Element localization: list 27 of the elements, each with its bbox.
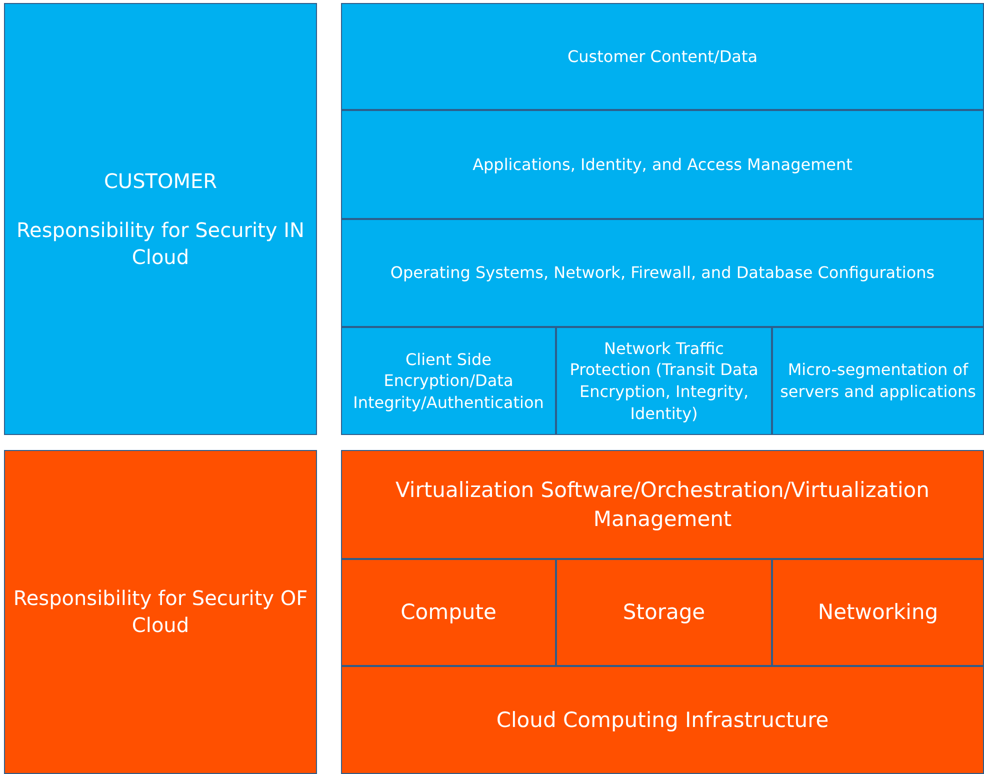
layer-label: Compute	[400, 599, 496, 626]
layer-label: Responsibility for Security OF Cloud	[12, 585, 309, 639]
responsibility-panel	[4, 450, 317, 774]
layer-label: Cloud Computing Infrastructure	[496, 706, 829, 734]
layer-label: Networking	[818, 599, 938, 626]
layer-label: Customer Content/Data	[567, 46, 758, 68]
layer-label: Operating Systems, Network, Firewall, and Database Configurations	[390, 262, 935, 284]
layer-box	[341, 666, 984, 774]
layer-box	[341, 559, 556, 666]
layer-box	[341, 110, 984, 219]
layer-label: Micro-segmentation of servers and applications	[779, 359, 977, 403]
layer-label: Virtualization Software/Orchestration/Virtualization Management	[394, 477, 930, 532]
layer-label: Responsibility for Security IN Cloud	[16, 216, 306, 270]
layer-label: Storage	[622, 599, 706, 626]
layer-box	[556, 327, 772, 435]
layer-box	[341, 450, 984, 559]
layer-box	[341, 3, 984, 110]
layer-box	[341, 327, 556, 435]
layer-box	[556, 559, 772, 666]
layer-label: Applications, Identity, and Access Management	[472, 154, 852, 176]
layer-box	[772, 327, 984, 435]
layer-box	[341, 219, 984, 327]
layer-label: Network Traffic Protection (Transit Data Encryption, Integrity, Identity)	[568, 338, 760, 424]
panel-heading: CUSTOMER	[104, 168, 218, 194]
responsibility-panel	[4, 3, 317, 435]
layer-box	[772, 559, 984, 666]
layer-label: Client Side Encryption/Data Integrity/Authentication	[352, 348, 545, 414]
